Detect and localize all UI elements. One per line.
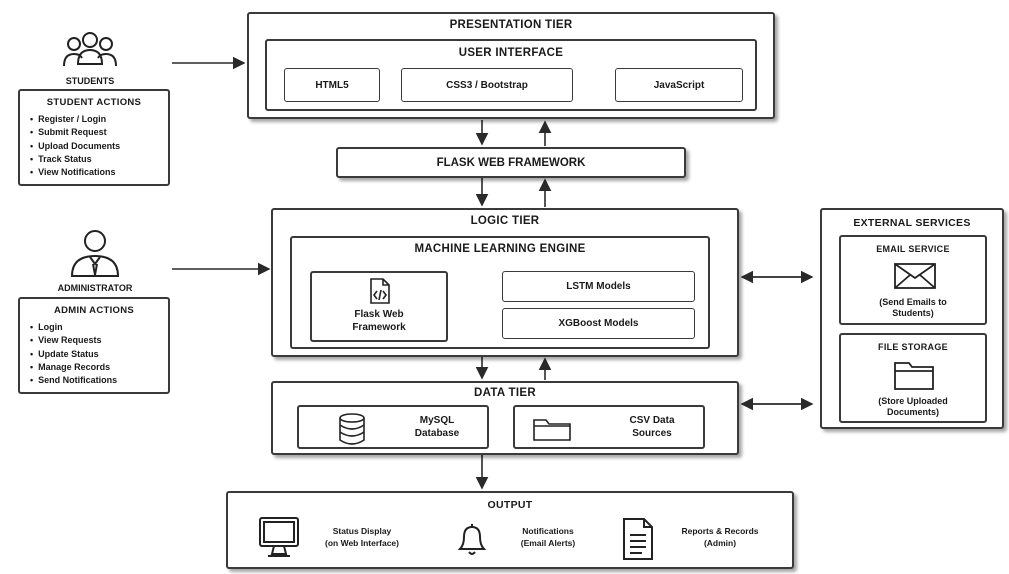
list-item: Login: [30, 321, 117, 334]
email-service-line1: (Send Emails to: [879, 297, 947, 307]
file-storage-line2: Documents): [886, 407, 939, 417]
csv-line1: CSV Data: [629, 415, 675, 426]
ml-engine-box: MACHINE LEARNING ENGINE Flask Web Framew…: [290, 236, 710, 349]
admin-actions-list: Login View Requests Update Status Manage…: [30, 321, 117, 387]
list-item: Update Status: [30, 348, 117, 361]
list-item: View Notifications: [30, 166, 120, 179]
ml-engine-title: MACHINE LEARNING ENGINE: [414, 243, 586, 255]
notifications-line1: Notifications: [522, 526, 574, 536]
output-title: OUTPUT: [487, 499, 533, 511]
status-line2: (on Web Interface): [325, 538, 399, 548]
administrator-icon: [70, 230, 120, 277]
css3-bootstrap-badge: CSS3 / Bootstrap: [401, 68, 573, 102]
email-service-box: EMAIL SERVICE (Send Emails to Students): [839, 235, 987, 325]
folder-icon: [894, 362, 934, 390]
flask-web-framework-label: FLASK WEB FRAMEWORK: [436, 156, 586, 169]
flask-component-box: Flask Web Framework: [310, 271, 448, 342]
student-actions-list: Register / Login Submit Request Upload D…: [30, 113, 120, 179]
logic-tier: LOGIC TIER MACHINE LEARNING ENGINE Flask…: [271, 208, 739, 357]
bell-icon: [457, 524, 487, 555]
admin-actions-panel: ADMIN ACTIONS Login View Requests Update…: [18, 297, 170, 394]
presentation-tier-title: PRESENTATION TIER: [449, 19, 573, 31]
mysql-line2: Database: [414, 428, 460, 439]
folder-icon: [533, 419, 571, 441]
list-item: Register / Login: [30, 113, 120, 126]
lstm-models-box: LSTM Models: [502, 271, 695, 302]
list-item: Upload Documents: [30, 140, 120, 153]
status-line1: Status Display: [332, 526, 392, 536]
monitor-icon: [259, 517, 299, 557]
file-storage-box: FILE STORAGE (Store Uploaded Documents): [839, 333, 987, 423]
data-tier: DATA TIER MySQL Database CSV Data Source…: [271, 381, 739, 455]
mysql-line1: MySQL: [419, 415, 455, 426]
file-storage-title: FILE STORAGE: [878, 342, 948, 352]
external-services-title: EXTERNAL SERVICES: [853, 217, 971, 229]
list-item: Send Notifications: [30, 374, 117, 387]
email-service-line2: Students): [892, 308, 934, 318]
students-label: STUDENTS: [65, 76, 115, 86]
flask-component-line1: Flask Web: [354, 309, 404, 320]
email-service-title: EMAIL SERVICE: [876, 244, 950, 254]
reports-line2: (Admin): [703, 538, 737, 548]
flask-web-framework-bar: FLASK WEB FRAMEWORK: [336, 147, 686, 178]
database-icon: [339, 413, 365, 445]
notifications-line2: (Email Alerts): [520, 538, 576, 548]
student-actions-title: STUDENT ACTIONS: [46, 97, 142, 108]
list-item: Track Status: [30, 153, 120, 166]
code-file-icon: [370, 278, 390, 304]
xgboost-models-box: XGBoost Models: [502, 308, 695, 339]
list-item: Submit Request: [30, 126, 120, 139]
list-item: View Requests: [30, 334, 117, 347]
data-tier-title: DATA TIER: [474, 387, 536, 399]
csv-line2: Sources: [632, 428, 672, 439]
students-icon: [63, 32, 117, 67]
admin-actions-title: ADMIN ACTIONS: [53, 305, 135, 316]
csv-box: CSV Data Sources: [513, 405, 705, 449]
student-actions-panel: STUDENT ACTIONS Register / Login Submit …: [18, 89, 170, 186]
presentation-tier: PRESENTATION TIER USER INTERFACE HTML5 C…: [247, 12, 775, 119]
list-item: Manage Records: [30, 361, 117, 374]
administrator-label: ADMINISTRATOR: [57, 283, 133, 293]
flask-component-line2: Framework: [352, 322, 406, 333]
user-interface-box: USER INTERFACE HTML5 CSS3 / Bootstrap Ja…: [265, 39, 757, 111]
envelope-icon: [894, 263, 936, 289]
mysql-box: MySQL Database: [297, 405, 489, 449]
output-box: OUTPUT Status Display (on Web Interface)…: [226, 491, 794, 569]
reports-line1: Reports & Records: [681, 526, 759, 536]
javascript-badge: JavaScript: [615, 68, 743, 102]
file-storage-line1: (Store Uploaded: [878, 396, 948, 406]
logic-tier-title: LOGIC TIER: [470, 215, 540, 227]
html5-badge: HTML5: [284, 68, 380, 102]
external-services: EXTERNAL SERVICES EMAIL SERVICE (Send Em…: [820, 208, 1004, 429]
user-interface-title: USER INTERFACE: [458, 47, 564, 59]
report-document-icon: [623, 518, 653, 560]
